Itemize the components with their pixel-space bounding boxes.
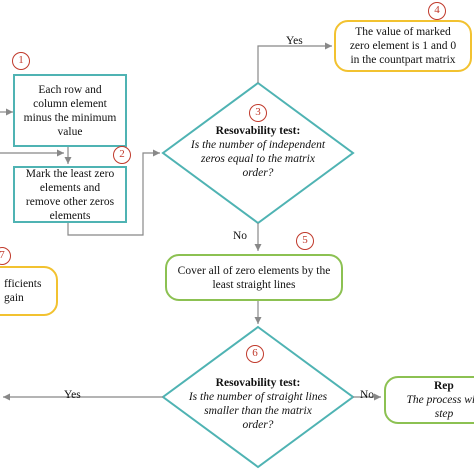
connector-step2-decision3 <box>67 149 160 236</box>
step2-badge: 2 <box>113 146 131 164</box>
step6-badge: 6 <box>246 345 264 363</box>
step5-box: Cover all of zero elements by the least … <box>165 254 343 301</box>
decision3-title: Resovability test: <box>215 125 301 137</box>
decision6-title: Resovability test: <box>215 377 301 389</box>
step8-text: The process will step <box>406 394 474 420</box>
step4-box: The value of marked zero element is 1 an… <box>334 20 472 72</box>
step5-badge: 5 <box>296 232 314 250</box>
step7-box: fficients gain <box>0 266 58 316</box>
decision6-question: Is the number of straight lines smaller … <box>188 391 328 431</box>
decision-diamond-6 <box>161 325 355 469</box>
step8-box: Rep The process will step <box>384 376 474 424</box>
step7-text: fficients gain <box>4 278 42 304</box>
step8-title: Rep <box>434 380 454 392</box>
step2-box: Mark the least zero elements and remove … <box>13 166 127 223</box>
decision3-text: Resovability test: Is the number of inde… <box>188 124 328 180</box>
step3-badge: 3 <box>249 104 267 122</box>
step1-text: Each row and column element minus the mi… <box>23 83 117 138</box>
decision6-text: Resovability test: Is the number of stra… <box>188 376 328 432</box>
edge-label-no-bottom: No <box>360 389 375 401</box>
connector-decision3-yes-step4 <box>257 42 332 83</box>
edge-label-yes-bottom: Yes <box>64 389 81 401</box>
step1-badge: 1 <box>12 52 30 70</box>
edge-label-no-mid: No <box>233 230 248 242</box>
step2-text: Mark the least zero elements and remove … <box>25 167 115 222</box>
step4-badge: 4 <box>428 2 446 20</box>
step1-box: Each row and column element minus the mi… <box>13 74 127 147</box>
step4-text: The value of marked zero element is 1 an… <box>349 26 457 66</box>
edge-label-yes-top: Yes <box>286 35 303 47</box>
decision3-question: Is the number of independent zeros equal… <box>190 139 326 179</box>
step5-text: Cover all of zero elements by the least … <box>177 264 331 291</box>
